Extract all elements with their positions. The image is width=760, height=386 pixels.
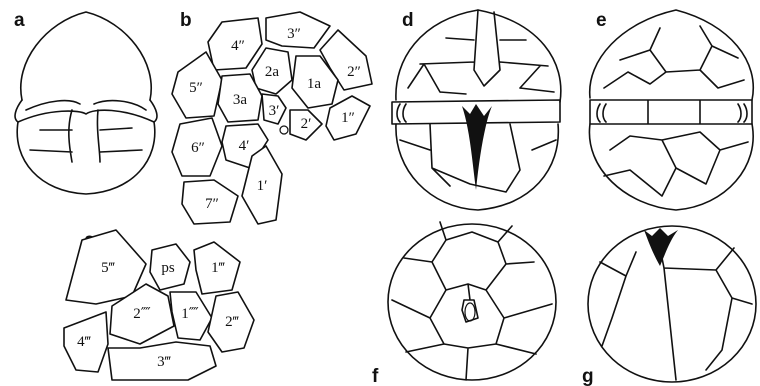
panel-g-archeopyle-scar xyxy=(644,228,678,266)
panel-c-hypotheca: c 5‴ ps 1‴ 2⁗ 1⁗ 4‴ 2‴ 3‴ xyxy=(64,230,254,380)
panel-g-letter: g xyxy=(582,366,594,386)
label-1pp: 1″ xyxy=(341,110,355,126)
panel-e-letter: e xyxy=(596,10,607,31)
panel-e-hypo-plates xyxy=(604,132,748,196)
label-2pppp: 2⁗ xyxy=(133,306,151,322)
panel-a-girdle xyxy=(15,100,157,122)
panel-b-letter: b xyxy=(180,10,192,31)
label-5ppp: 5‴ xyxy=(101,260,116,276)
label-4p: 4′ xyxy=(239,138,250,154)
label-1pppp: 1⁗ xyxy=(181,306,199,322)
label-6pp: 6″ xyxy=(191,140,205,156)
panel-f-apical-pore xyxy=(465,303,475,321)
label-ps: ps xyxy=(161,260,175,276)
panel-d-letter: d xyxy=(402,10,414,31)
label-5pp: 5″ xyxy=(189,80,203,96)
label-1ppp: 1‴ xyxy=(211,260,226,276)
label-1a: 1a xyxy=(307,76,322,92)
panel-e-dorsal: e xyxy=(589,10,753,210)
panel-d-epi-plates xyxy=(408,10,554,94)
panel-f-apical: f xyxy=(372,222,556,386)
label-3pp: 3″ xyxy=(287,26,301,42)
apical-pore xyxy=(280,126,288,134)
panel-f-outline xyxy=(388,224,556,380)
panel-e-outline xyxy=(589,10,753,210)
label-4ppp: 4‴ xyxy=(77,334,92,350)
label-3ppp: 3‴ xyxy=(157,354,172,370)
panel-a-cell: a xyxy=(14,10,157,194)
panel-a-letter: a xyxy=(14,10,25,31)
label-2a: 2a xyxy=(265,64,280,80)
label-3a: 3a xyxy=(233,92,248,108)
label-2pp: 2″ xyxy=(347,64,361,80)
label-1p: 1′ xyxy=(257,178,268,194)
label-2p: 2′ xyxy=(301,116,312,132)
label-7pp: 7″ xyxy=(205,196,219,212)
panel-a-epicone xyxy=(21,12,151,100)
panel-e-epi-plates xyxy=(604,26,744,88)
panel-d-ventral: d xyxy=(392,10,561,210)
panel-g-antapical: g xyxy=(582,226,756,386)
panel-f-plates xyxy=(392,222,552,380)
label-4pp: 4″ xyxy=(231,38,245,54)
panel-d-sulcus-scar xyxy=(462,104,492,190)
label-3p: 3′ xyxy=(269,103,280,119)
panel-a-sulcus xyxy=(30,110,142,162)
panel-b-epitheca: b 4″ 3″ 2″ 5″ 2a 1a 3a 3′ 2′ 1″ 6″ 4′ 7″… xyxy=(172,10,372,224)
panel-e-girdle xyxy=(590,100,752,124)
panel-a-hypocone xyxy=(17,122,155,194)
panel-f-letter: f xyxy=(372,366,379,386)
label-2ppp: 2‴ xyxy=(225,314,240,330)
